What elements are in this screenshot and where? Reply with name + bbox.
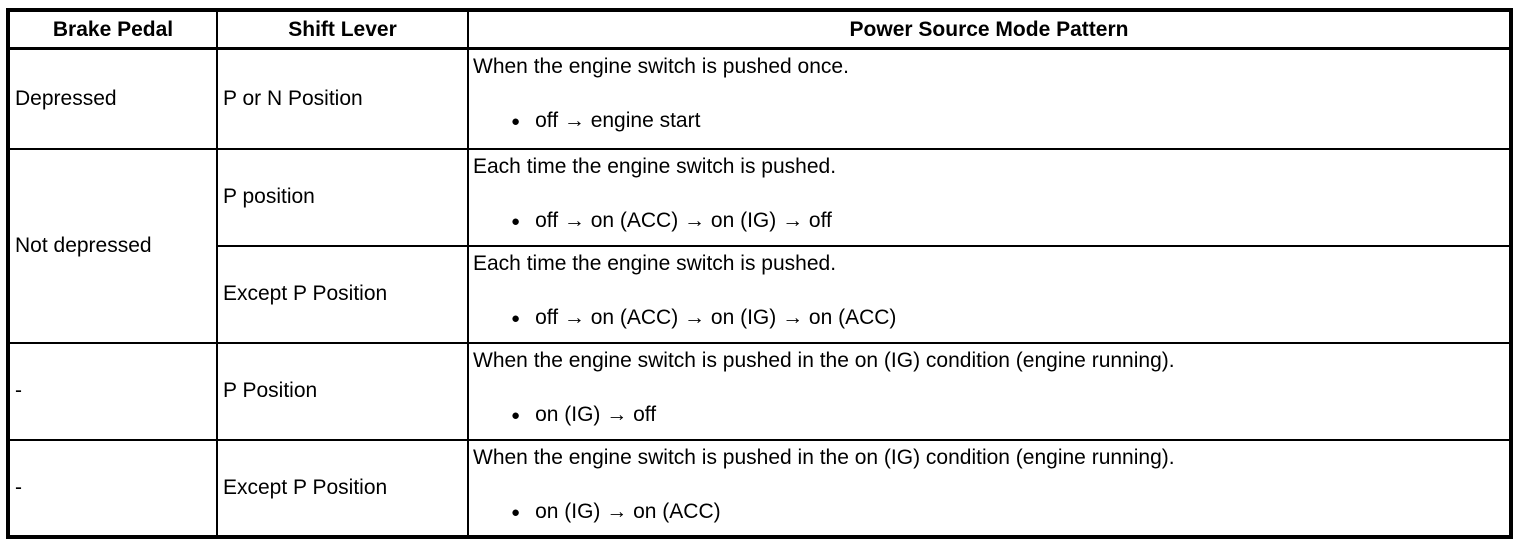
bullet-icon: ● (511, 113, 521, 130)
table-row: Not depressed P position Each time the e… (7, 147, 1512, 344)
pattern-bullet-text: on (IG) → off (535, 402, 657, 426)
power-source-mode-table: Brake Pedal Shift Lever Power Source Mod… (6, 8, 1513, 539)
table-row: - Except P Position When the engine swit… (7, 438, 1512, 538)
pattern-cell: When the engine switch is pushed in the … (467, 341, 1512, 441)
shift-lever-cell: Except P Position (216, 244, 469, 344)
header-power-source-mode-pattern: Power Source Mode Pattern (467, 9, 1512, 50)
pattern-bullet-text: off → engine start (535, 109, 701, 132)
shift-lever-cell: P position (216, 147, 469, 247)
pattern-intro: When the engine switch is pushed once. (473, 55, 849, 78)
pattern-cell: Each time the engine switch is pushed. ●… (467, 147, 1512, 247)
header-row: Brake Pedal Shift Lever Power Source Mod… (7, 9, 1512, 50)
brake-pedal-cell: - (7, 341, 218, 441)
pattern-bullet-text: off → on (ACC) → on (IG) → on (ACC) (535, 305, 897, 329)
table-row: - P Position When the engine switch is p… (7, 341, 1512, 441)
shift-lever-cell: P or N Position (216, 47, 469, 150)
pattern-intro: When the engine switch is pushed in the … (473, 348, 1175, 372)
bullet-icon: ● (511, 212, 521, 230)
brake-pedal-cell: Not depressed (7, 147, 218, 344)
shift-lever-cell: P Position (216, 341, 469, 441)
pattern-bullet-line: ● on (IG) → off (473, 402, 1503, 429)
header-brake-pedal: Brake Pedal (7, 9, 218, 50)
pattern-intro: When the engine switch is pushed in the … (473, 445, 1175, 469)
pattern-cell: When the engine switch is pushed once. ●… (467, 47, 1512, 150)
pattern-bullet-line: ● on (IG) → on (ACC) (473, 499, 1503, 526)
pattern-bullet-line: ● off → on (ACC) → on (IG) → on (ACC) (473, 305, 1503, 332)
table-row: Depressed P or N Position When the engin… (7, 47, 1512, 150)
pattern-bullet-line: ● off → engine start (473, 108, 1503, 135)
header-shift-lever: Shift Lever (216, 9, 469, 50)
bullet-icon: ● (511, 503, 521, 521)
pattern-bullet-text: on (IG) → on (ACC) (535, 499, 721, 523)
pattern-intro: Each time the engine switch is pushed. (473, 251, 837, 275)
brake-pedal-cell: Depressed (7, 47, 218, 150)
brake-pedal-cell: - (7, 438, 218, 538)
pattern-bullet-line: ● off → on (ACC) → on (IG) → off (473, 208, 1503, 235)
pattern-cell: When the engine switch is pushed in the … (467, 438, 1512, 538)
bullet-icon: ● (511, 309, 521, 327)
table-row: Except P Position Each time the engine s… (8, 244, 1512, 344)
pattern-bullet-text: off → on (ACC) → on (IG) → off (535, 208, 832, 232)
pattern-intro: Each time the engine switch is pushed. (473, 154, 837, 178)
shift-lever-cell: Except P Position (216, 438, 469, 538)
pattern-cell: Each time the engine switch is pushed. ●… (467, 244, 1512, 344)
bullet-icon: ● (511, 406, 521, 424)
